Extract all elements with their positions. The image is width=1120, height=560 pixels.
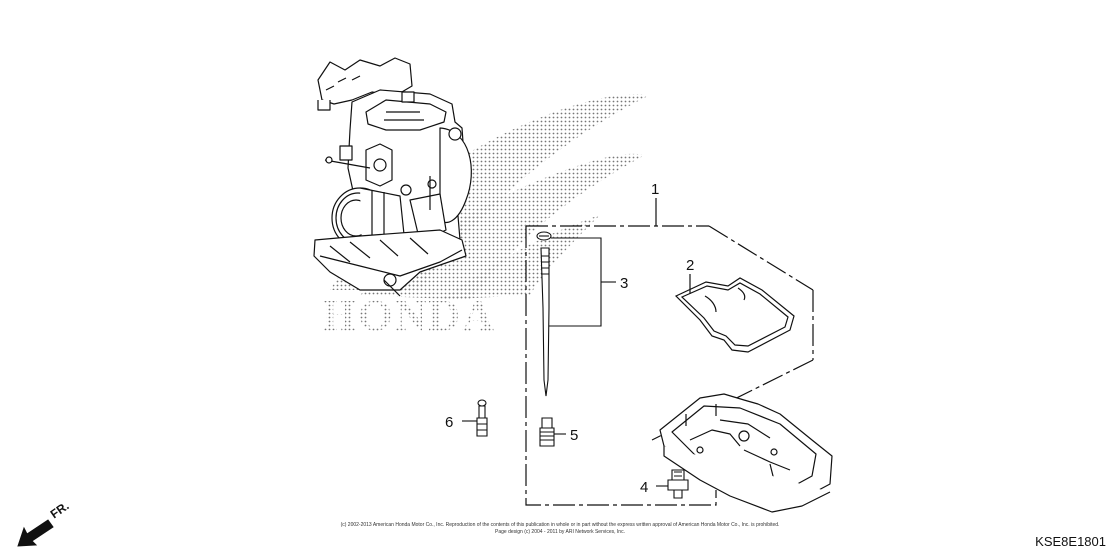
callout-3: 3: [620, 275, 628, 292]
jet-needle: [536, 231, 552, 397]
pilot-jet: [462, 399, 488, 437]
carburetor-assembly: [313, 57, 472, 297]
drain-screw: [656, 469, 689, 499]
callout-1: 1: [651, 181, 659, 198]
copyright-notice: (c) 2002-2013 American Honda Motor Co., …: [220, 522, 900, 536]
callout-6: 6: [445, 414, 453, 431]
needle-jet: [539, 417, 566, 447]
bowl-gasket: [674, 274, 795, 353]
front-arrow-icon: [17, 519, 54, 547]
copyright-line-1: (c) 2002-2013 American Honda Motor Co., …: [340, 522, 780, 528]
diagram-code: KSE8E1801: [1035, 534, 1106, 549]
callout-4: 4: [640, 479, 648, 496]
callout-5: 5: [570, 427, 578, 444]
part-3-leader: [549, 237, 616, 327]
copyright-line-2: Page design (c) 2004 - 2011 by ARI Netwo…: [495, 529, 625, 535]
honda-logo-watermark: HONDA: [322, 291, 496, 340]
float-bowl: [659, 393, 833, 513]
callout-2: 2: [686, 257, 694, 274]
